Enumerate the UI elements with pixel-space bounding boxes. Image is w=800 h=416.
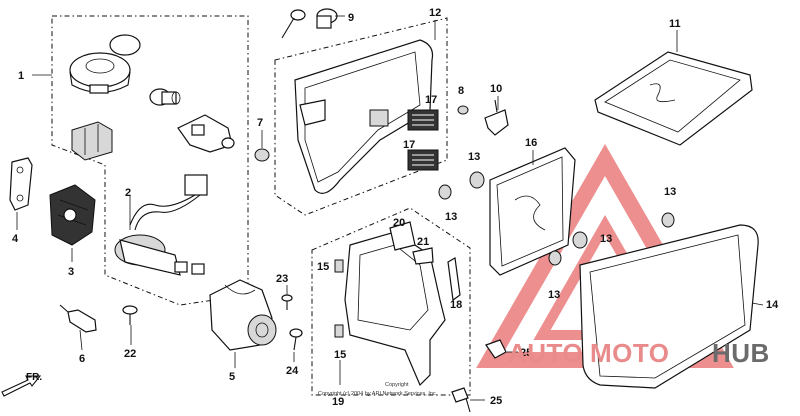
label-9: 9: [348, 12, 354, 24]
relay-5-part: [209, 279, 277, 351]
clip-10-part: [484, 99, 509, 136]
side-cover-14-part: [579, 224, 759, 389]
copyright-title: Copyright: [385, 382, 409, 388]
bracket-group-box: [311, 207, 471, 396]
label-23: 23: [276, 273, 288, 285]
switch-body-part: [71, 121, 113, 161]
grommet-8-part: [457, 105, 469, 115]
label-22: 22: [124, 348, 136, 360]
gasket-16-part: [489, 147, 576, 276]
label-13b: 13: [445, 211, 457, 223]
bolt-24-part: [289, 328, 303, 351]
label-13a: 13: [468, 151, 480, 163]
bracket-assembly-part: [334, 221, 461, 387]
label-14: 14: [766, 299, 779, 311]
label-10: 10: [490, 83, 502, 95]
label-7: 7: [257, 117, 263, 129]
watermark-auto-text: AUTO: [508, 338, 583, 368]
label-15a: 15: [317, 261, 329, 273]
seat-lock-part: [177, 114, 235, 153]
label-17a: 17: [425, 94, 437, 106]
label-1: 1: [18, 70, 24, 82]
watermark-logo: AUTO MOTO HUB: [508, 338, 770, 368]
label-12: 12: [429, 7, 441, 19]
label-21: 21: [417, 236, 429, 248]
side-cover-group-box: [274, 17, 448, 216]
lock-mechanism-part: [49, 184, 96, 246]
front-direction-label: FR.: [26, 372, 42, 383]
label-17b: 17: [403, 139, 415, 151]
manual-11-part: [594, 51, 753, 146]
screw-22-part: [122, 305, 138, 325]
label-8: 8: [458, 85, 464, 97]
label-20: 20: [393, 217, 405, 229]
ignition-group-box: [51, 15, 249, 306]
ignition-cap-part: [69, 34, 141, 94]
label-18: 18: [450, 299, 462, 311]
label-16: 16: [525, 137, 537, 149]
label-2: 2: [125, 187, 131, 199]
label-13c: 13: [600, 233, 612, 245]
label-13e: 13: [664, 186, 676, 198]
label-24: 24: [286, 365, 299, 377]
label-25a: 25: [520, 347, 532, 359]
label-13d: 13: [548, 289, 560, 301]
watermark-hub-text: HUB: [712, 338, 770, 368]
label-11: 11: [669, 18, 681, 30]
key-cylinder-part: [149, 88, 181, 106]
key-6-part: [59, 304, 97, 333]
front-direction-arrow-icon: [1, 375, 42, 397]
label-4: 4: [12, 233, 19, 245]
label-6: 6: [79, 353, 85, 365]
emblem-17a-part: [407, 109, 439, 131]
emblem-17b-part: [407, 149, 439, 171]
label-15b: 15: [334, 349, 346, 361]
bolt-23-part: [281, 294, 293, 310]
grommet-13-part: [438, 171, 485, 200]
copyright-text: Copyright (c) 2004 by ARI Network Servic…: [318, 391, 438, 397]
leader-lines: [16, 15, 764, 401]
key-set-9-part: [281, 8, 338, 39]
grommet-13-right-part: [548, 212, 675, 266]
label-5: 5: [229, 371, 235, 383]
grommet-7-part: [254, 148, 270, 162]
label-3: 3: [68, 266, 74, 278]
watermark-moto-text: MOTO: [590, 338, 670, 368]
bracket-4-part: [9, 157, 33, 211]
bolt-25-part: [451, 339, 507, 413]
wiring-harness-part: [114, 174, 208, 276]
side-cover-12-part: [294, 39, 434, 194]
label-19: 19: [332, 396, 344, 408]
label-25b: 25: [490, 395, 502, 407]
